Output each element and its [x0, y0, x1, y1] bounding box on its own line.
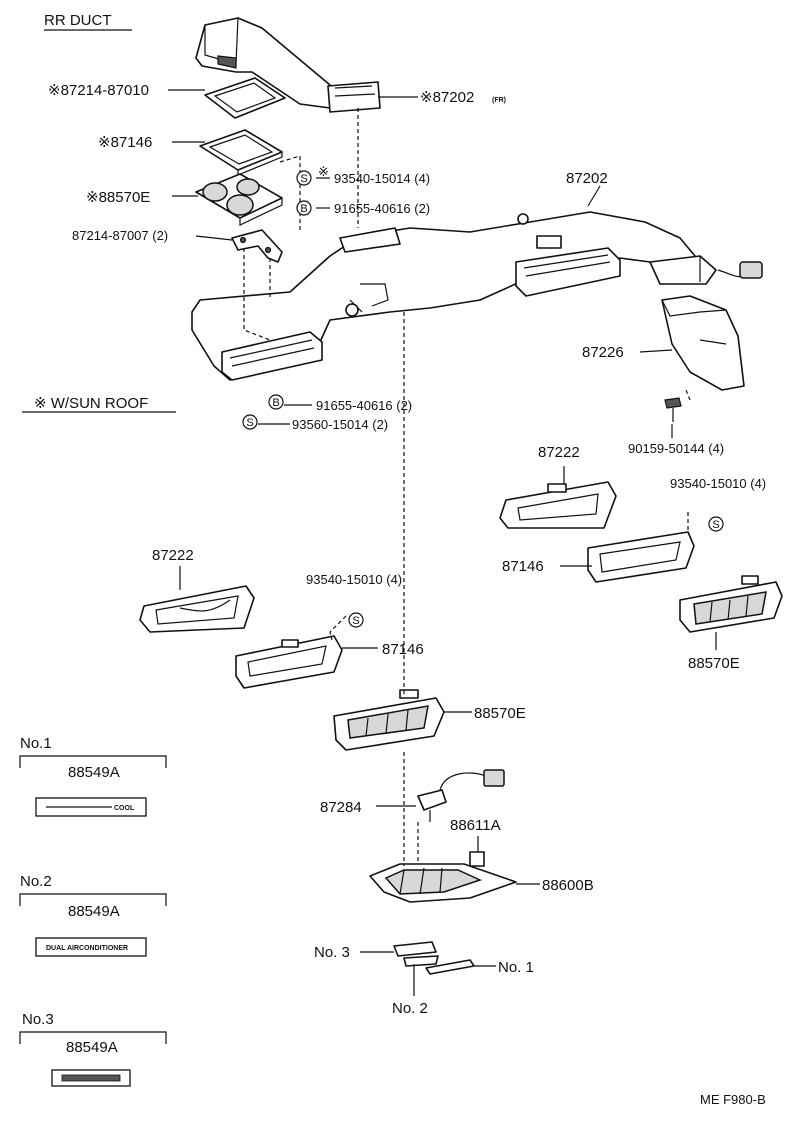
plate-no2-title: No.2: [20, 873, 52, 890]
label-87202-fr-suffix: (FR): [492, 97, 506, 104]
gasket-87214-87010-drawing: [204, 77, 286, 119]
label-91655-40616-bottom: 91655-40616 (2): [316, 398, 412, 413]
label-87222-left: 87222: [152, 547, 194, 564]
sun-roof-note: ※ W/SUN ROOF: [34, 395, 148, 412]
side-duct-87226-drawing: [661, 295, 745, 391]
plate-no1-text: COOL: [114, 805, 135, 812]
svg-text:S: S: [300, 173, 307, 185]
bracket-87214-87007-drawing: [231, 229, 283, 263]
svg-text:S: S: [246, 417, 253, 429]
label-88570e-top: ※88570E: [86, 189, 150, 206]
bolt-symbol-91655-40616-bottom: [268, 394, 284, 410]
label-87202-fr: ※87202: [420, 89, 474, 106]
label-93540-15014: 93540-15014 (4): [334, 171, 430, 186]
section-title: RR DUCT: [44, 12, 112, 29]
label-no1-pointer: No. 1: [498, 959, 534, 976]
svg-text:B: B: [272, 397, 279, 409]
label-87214-87010: ※87214-87010: [48, 82, 149, 99]
grille-87146-right-drawing: [587, 531, 695, 583]
plate-no2-text: DUAL AIRCONDITIONER: [46, 945, 128, 952]
plate-pieces-drawing: [393, 941, 475, 975]
plate-no1: No.1 88549A COOL: [19, 735, 167, 817]
bezel-87222-left-drawing: [139, 585, 255, 633]
leader-lines: [168, 89, 717, 996]
label-87214-87007: 87214-87007 (2): [72, 228, 168, 243]
label-88570e-right: 88570E: [688, 655, 740, 672]
plate-no2-part: 88549A: [68, 903, 120, 920]
label-87222-right: 87222: [538, 444, 580, 461]
label-87146-left: 87146: [382, 641, 424, 658]
sensor-87284-drawing: [417, 769, 505, 822]
label-no3-pointer: No. 3: [314, 944, 350, 961]
figure-code: ME F980-B: [700, 1092, 766, 1107]
plate-no3-title: No.3: [22, 1011, 54, 1028]
screw-symbol-93540-15010-left: [348, 612, 364, 628]
label-88611a: 88611A: [450, 817, 501, 834]
plate-no3: No.3 88549A: [19, 1011, 167, 1087]
bolt-symbol-91655-40616-top: [296, 200, 312, 216]
part-labels: ※87214-87010 ※87202 (FR) ※87146 ※ 93540-…: [22, 82, 766, 1017]
plate-no1-title: No.1: [20, 735, 52, 752]
label-93540-15010-left: 93540-15010 (4): [306, 572, 402, 587]
label-90159-50144: 90159-50144 (4): [628, 441, 724, 456]
part-88611a-drawing: [469, 851, 485, 867]
main-duct-87202-drawing: [191, 211, 763, 381]
label-87284: 87284: [320, 799, 362, 816]
register-88570e-right-drawing: [679, 575, 783, 633]
plate-no2-shape: [35, 937, 147, 957]
label-88600b: 88600B: [542, 877, 594, 894]
label-93560-15014: 93560-15014 (2): [292, 417, 388, 432]
plate-no3-part: 88549A: [66, 1039, 118, 1056]
register-88570e-top-drawing: [195, 173, 283, 226]
svg-text:S: S: [712, 519, 719, 531]
grille-87146-top-drawing: [199, 129, 283, 176]
housing-88600b-drawing: [369, 863, 517, 903]
svg-text:B: B: [300, 203, 307, 215]
rr-duct-drawing: [195, 17, 381, 113]
bezel-87222-right-drawing: [499, 481, 617, 529]
grille-87146-left-drawing: [235, 635, 343, 689]
screw-90159-50144-drawing: [664, 397, 682, 422]
screw-symbol-93540-15010-right: [708, 516, 724, 532]
label-87146-top: ※87146: [98, 134, 152, 151]
register-88570e-center-drawing: [333, 689, 445, 751]
label-93540-15010-right: 93540-15010 (4): [670, 476, 766, 491]
label-93540-15014-mark: ※: [318, 164, 329, 179]
svg-text:S: S: [352, 615, 359, 627]
label-87226: 87226: [582, 344, 624, 361]
label-91655-40616-top: 91655-40616 (2): [334, 201, 430, 216]
label-87146-right: 87146: [502, 558, 544, 575]
fastener-symbols: S B B S S S: [242, 170, 724, 628]
label-87202: 87202: [566, 170, 608, 187]
plate-no1-part: 88549A: [68, 764, 120, 781]
screw-symbol-93540-15014: [296, 170, 312, 186]
screw-symbol-93560-15014: [242, 414, 258, 430]
plate-no2: No.2 88549A DUAL AIRCONDITIONER: [19, 873, 167, 957]
label-no2-pointer: No. 2: [392, 1000, 428, 1017]
label-88570e-center: 88570E: [474, 705, 526, 722]
